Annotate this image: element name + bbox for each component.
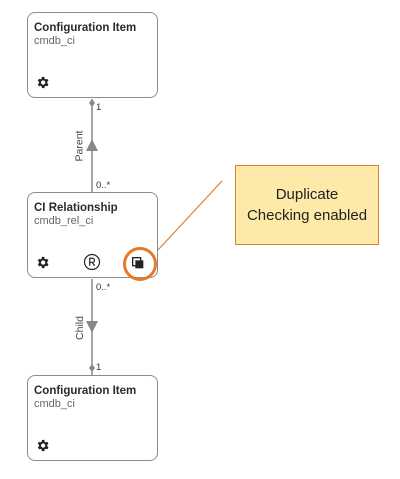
child-edge-bottom-cardinality: 1 [96, 362, 102, 373]
gear-icon[interactable] [35, 255, 50, 270]
parent-edge-label: Parent [73, 130, 86, 162]
callout-text: Duplicate Checking enabled [246, 186, 368, 224]
configuration-item-node-top[interactable]: Configuration Item cmdb_ci [27, 12, 158, 98]
duplicate-checking-callout: Duplicate Checking enabled [235, 165, 379, 245]
gear-icon[interactable] [35, 75, 50, 90]
parent-edge-top-cardinality: 1 [96, 102, 102, 113]
node-table-name: cmdb_ci [34, 398, 75, 410]
child-edge-top-cardinality: 0..* [96, 282, 111, 293]
node-table-name: cmdb_ci [34, 35, 75, 47]
child-edge-label: Child [73, 316, 86, 340]
configuration-item-node-bottom[interactable]: Configuration Item cmdb_ci [27, 375, 158, 461]
registered-icon[interactable] [83, 253, 101, 271]
child-edge-arrow [86, 321, 98, 333]
node-title: CI Relationship [34, 202, 118, 214]
parent-edge-diamond [89, 99, 95, 107]
duplicate-highlight-ring [123, 247, 157, 281]
node-table-name: cmdb_rel_ci [34, 215, 94, 227]
node-title: Configuration Item [34, 385, 137, 397]
parent-edge-bottom-cardinality: 0..* [96, 180, 111, 191]
parent-edge-arrow [86, 139, 98, 151]
gear-icon[interactable] [35, 438, 50, 453]
node-title: Configuration Item [34, 22, 137, 34]
child-edge-diamond [89, 364, 95, 372]
callout-leader-line [157, 180, 223, 251]
